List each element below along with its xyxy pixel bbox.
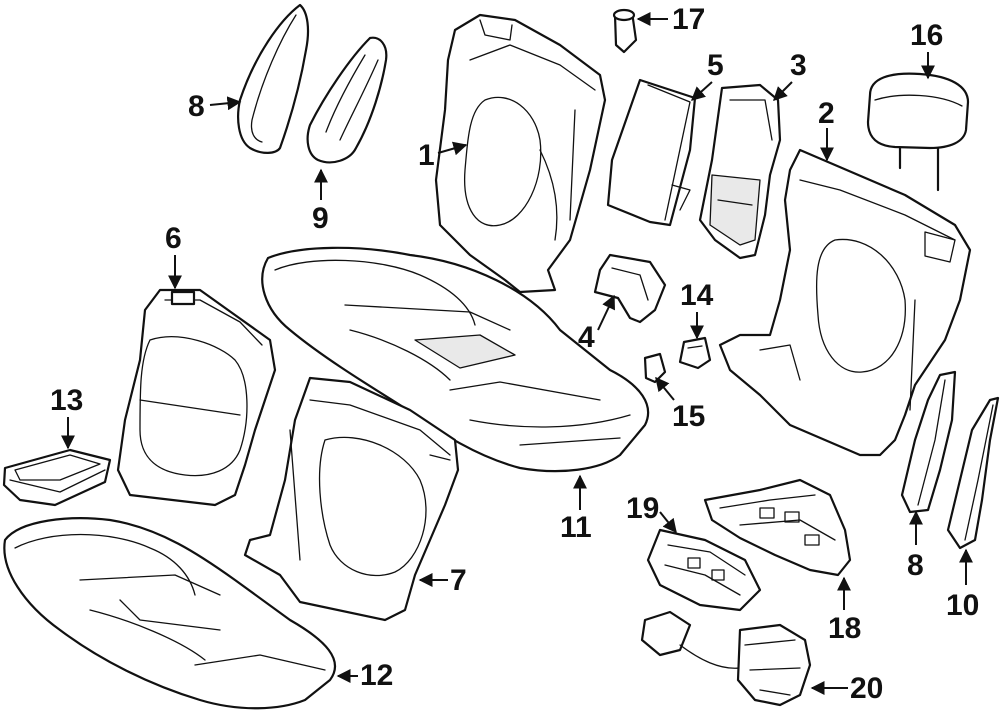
callout-9-label: 9 (312, 202, 329, 235)
callout-3-arrow (773, 81, 793, 101)
part-6-seat-back (116, 288, 277, 507)
part-5-armrest (606, 78, 697, 227)
callout-16-label: 16 (910, 19, 943, 52)
part-15-clip (643, 352, 667, 384)
callout-15: 15 (655, 376, 705, 433)
callout-20: 20 (810, 672, 883, 705)
callout-8-lower: 8 (907, 510, 924, 582)
part-10-right-trim (946, 396, 1000, 550)
part-20-wiring-harness (640, 610, 812, 707)
callout-4: 4 (578, 294, 615, 354)
callout-13: 13 (50, 384, 83, 450)
callout-17: 17 (636, 3, 705, 36)
part-1-left-seat-back (434, 13, 607, 294)
part-11-seat-cushion (261, 246, 650, 473)
part-7-seat-back (243, 376, 460, 622)
part-12-seat-cushion (3, 517, 337, 710)
callout-8-upper-arrow (209, 96, 242, 111)
callout-10-label: 10 (946, 589, 979, 622)
callout-11-label: 11 (560, 511, 592, 544)
callout-11: 11 (560, 474, 592, 544)
callout-19-label: 19 (626, 492, 659, 525)
callout-1-arrow (437, 141, 468, 156)
callout-6-label: 6 (165, 222, 182, 255)
callout-6: 6 (165, 222, 182, 290)
callout-4-arrow (597, 294, 615, 331)
callout-7: 7 (418, 564, 467, 597)
callout-12: 12 (336, 659, 393, 692)
part-9-trim-panel (306, 36, 388, 164)
callout-5-arrow (690, 81, 713, 101)
part-2-right-seat-back (718, 148, 972, 457)
callout-5-label: 5 (707, 49, 724, 82)
callout-1-label: 1 (418, 139, 435, 172)
part-16-headrest (866, 72, 970, 192)
callout-1: 1 (418, 139, 468, 172)
callout-14-label: 14 (680, 279, 714, 312)
part-3-armrest-assembly (698, 83, 782, 260)
callout-15-arrow (655, 376, 675, 401)
part-17-grommet (612, 8, 638, 54)
callout-2-label: 2 (818, 97, 835, 130)
callout-13-label: 13 (50, 384, 83, 417)
part-8-upper-trim (237, 3, 310, 154)
callout-18: 18 (828, 576, 861, 645)
callout-17-label: 17 (672, 3, 705, 36)
part-13-tray (2, 448, 112, 507)
callout-19: 19 (626, 492, 677, 534)
callout-10: 10 (946, 548, 979, 622)
callout-14: 14 (680, 279, 714, 340)
callout-18-label: 18 (828, 612, 861, 645)
callout-8-upper: 8 (188, 90, 242, 123)
callout-9: 9 (312, 168, 329, 235)
callout-7-label: 7 (450, 564, 467, 597)
part-19-module (646, 528, 762, 612)
callout-2: 2 (818, 97, 835, 162)
callout-5: 5 (690, 49, 724, 101)
callout-16: 16 (910, 19, 943, 80)
callout-8-lower-label: 8 (907, 549, 924, 582)
callout-3: 3 (773, 49, 807, 101)
callout-15-label: 15 (672, 400, 705, 433)
part-4-bracket (593, 253, 667, 324)
part-14-clip (678, 336, 712, 370)
callout-4-label: 4 (578, 321, 595, 354)
callout-3-label: 3 (790, 49, 807, 82)
callout-20-label: 20 (850, 672, 883, 705)
callout-8-upper-label: 8 (188, 90, 205, 123)
part-18-bracket-frame (703, 478, 852, 577)
callout-12-label: 12 (360, 659, 393, 692)
callout-19-arrow (659, 511, 677, 534)
